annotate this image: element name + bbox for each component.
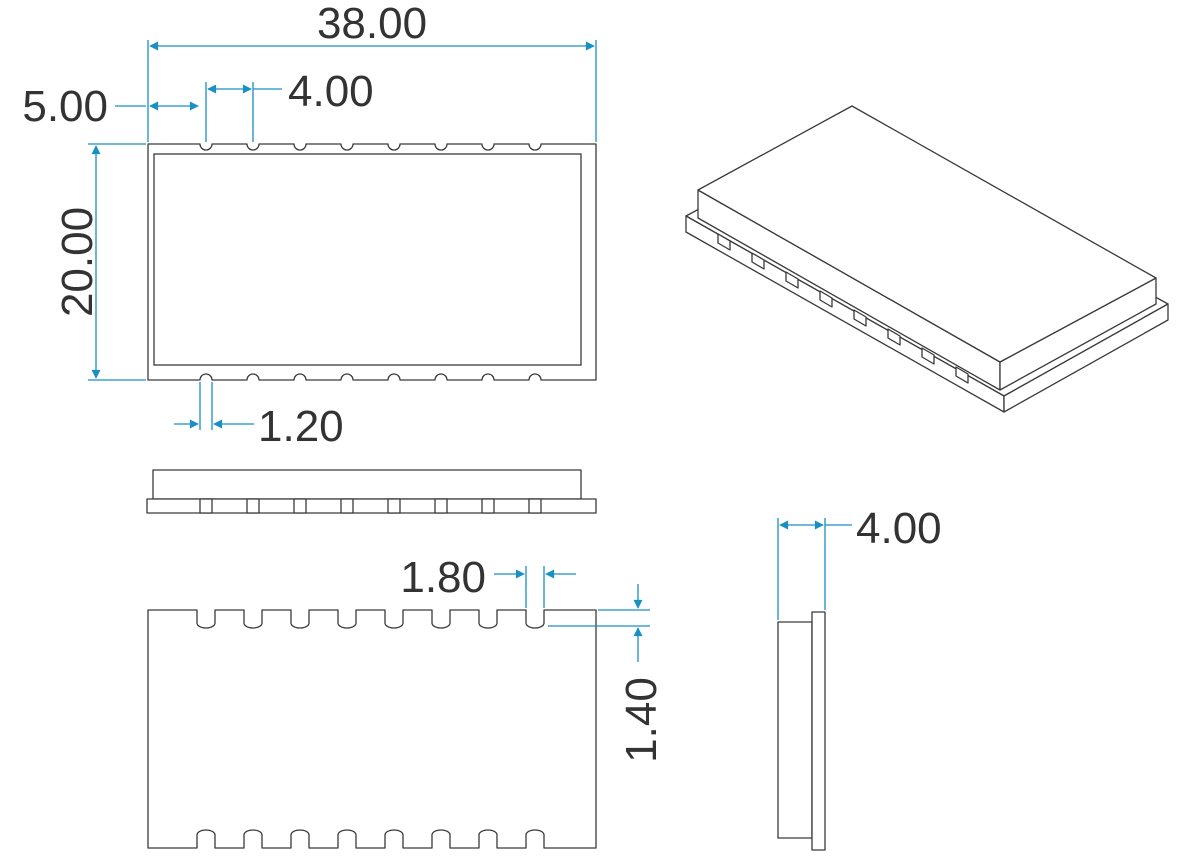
iso-pad [785, 271, 799, 289]
dimension-overall-length: 38.00 [147, 0, 597, 142]
top-view-inner-shield [153, 153, 582, 366]
front-view-pad [528, 498, 542, 514]
front-view-pads [199, 498, 542, 514]
dimension-pad-slot-width: 1.80 [400, 553, 576, 608]
side-view-shield-can [777, 621, 813, 839]
dimension-pad-width-label: 1.20 [258, 402, 344, 451]
front-view-pad [387, 498, 401, 514]
top-view [147, 143, 597, 381]
dimension-pad-slot-width-label: 1.80 [400, 553, 486, 602]
dimension-pad-pitch: 4.00 [205, 67, 374, 142]
iso-pad [853, 309, 867, 327]
dimension-pad-pitch-label: 4.00 [288, 67, 374, 116]
front-view [146, 469, 597, 514]
iso-pad [921, 347, 935, 365]
dimension-overall-length-label: 38.00 [317, 0, 427, 48]
front-view-pad [199, 498, 213, 514]
dimension-module-height: 4.00 [777, 504, 942, 620]
front-view-pad [246, 498, 260, 514]
dimension-first-pad-offset: 5.00 [22, 82, 199, 131]
iso-pad [717, 233, 731, 251]
side-view [777, 611, 826, 851]
front-view-pad [481, 498, 495, 514]
dimension-module-height-label: 4.00 [856, 504, 942, 553]
iso-pads [717, 233, 969, 384]
iso-pad [751, 252, 765, 270]
front-view-shield-can [152, 469, 582, 500]
front-view-pad [340, 498, 354, 514]
front-view-pad [434, 498, 448, 514]
dimension-overall-width: 20.00 [53, 143, 146, 381]
top-view-outline [147, 143, 597, 381]
dimension-pad-width: 1.20 [174, 382, 344, 451]
iso-pad [887, 328, 901, 346]
dimension-pad-slot-depth-label: 1.40 [617, 677, 666, 763]
iso-pcb-right-face [1003, 303, 1169, 413]
iso-can-top-face [697, 105, 1157, 363]
side-view-pcb [811, 611, 826, 851]
dimension-overall-width-label: 20.00 [53, 207, 102, 317]
iso-pad [955, 366, 969, 384]
dimension-pad-slot-depth: 1.40 [548, 584, 666, 763]
dimension-first-pad-offset-label: 5.00 [22, 82, 108, 131]
bottom-view-outline [147, 609, 597, 849]
bottom-view [147, 609, 597, 849]
iso-pad [819, 290, 833, 308]
front-view-pad [293, 498, 307, 514]
isometric-view [685, 105, 1169, 413]
